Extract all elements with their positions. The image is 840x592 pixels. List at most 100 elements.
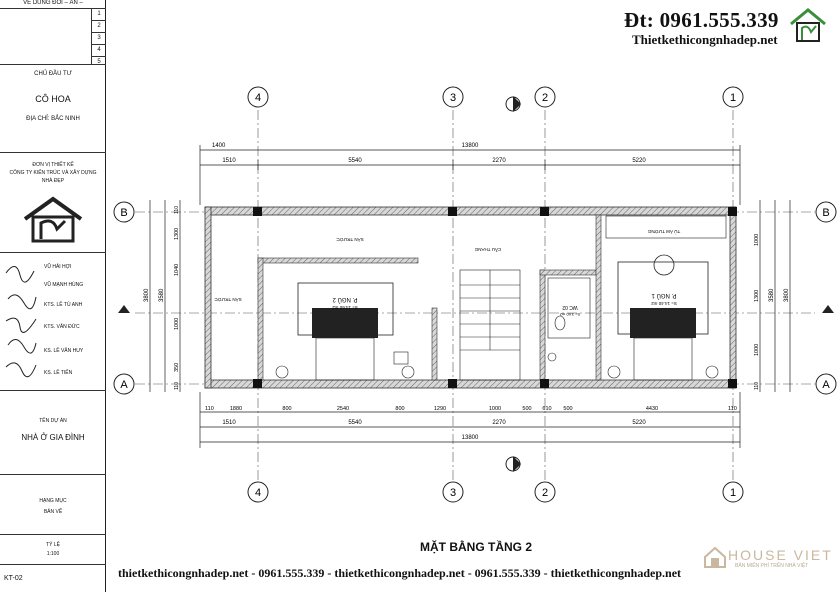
bot-dim-110a: 110 — [205, 406, 214, 412]
signatures-icon — [5, 266, 37, 378]
wc-fixtures — [547, 277, 591, 362]
staff-4: KTS. VĂN ĐỨC — [44, 324, 80, 330]
label-corridor: SÂN TRƯỚC — [336, 237, 364, 243]
owner-block: CHỦ ĐẦU TƯ CÔ HOA ĐỊA CHỈ: BẮC NINH — [0, 65, 106, 153]
room-name-bedroom-2: P. NGỦ 2 — [332, 296, 358, 303]
company-block: ĐƠN VỊ THIẾT KẾ CÔNG TY KIẾN TRÚC VÀ XÂY… — [0, 153, 106, 253]
top-dim-1400: 1400 — [212, 143, 226, 149]
house-viet-brand: HOUSE VIET — [728, 547, 833, 563]
axis-bottom-2: 2 — [542, 487, 548, 499]
bot-dim2-5540: 5540 — [348, 420, 362, 426]
staircase — [459, 269, 521, 381]
room-area-bedroom-1: S= 14.40 m2 — [651, 301, 677, 306]
columns — [253, 207, 737, 388]
owner-label: CHỦ ĐẦU TƯ — [34, 71, 72, 77]
bot-dim2-5220: 5220 — [632, 420, 646, 426]
right-dimensions — [759, 200, 791, 392]
section-markers — [118, 96, 834, 472]
left-mid-3580: 3580 — [159, 288, 165, 302]
right-dim-110: 110 — [754, 382, 760, 390]
right-dim-1300: 1300 — [754, 290, 760, 302]
bot-dim-800a: 800 — [282, 406, 291, 412]
bot-dim-1290: 1290 — [434, 406, 446, 412]
right-total-3800: 3800 — [784, 288, 790, 302]
bot-dim-2540: 2540 — [337, 406, 349, 412]
axis-top-1: 1 — [730, 92, 736, 104]
rev-4: 4 — [92, 45, 106, 57]
company-line-2: CÔNG TY KIẾN TRÚC VÀ XÂY DỰNG — [9, 170, 97, 176]
project-label: TÊN DỰ ÁN — [39, 418, 67, 424]
bot-dim2-2270: 2270 — [492, 420, 506, 426]
room-name-bedroom-1: P. NGỦ 1 — [651, 292, 677, 299]
bot-dim-610: 610 — [542, 406, 551, 412]
axis-bottom-3: 3 — [450, 487, 456, 499]
company-line-1: ĐƠN VỊ THIẾT KẾ — [32, 162, 74, 168]
axis-top-4: 4 — [255, 92, 261, 104]
bot-dim-500b: 500 — [563, 406, 572, 412]
bottom-dimensions — [199, 392, 741, 448]
left-dimensions — [149, 200, 181, 392]
scale-block: TỶ LỆ 1:100 — [0, 535, 106, 565]
top-dimensions — [199, 145, 741, 205]
revision-table: 1 2 3 4 5 — [0, 9, 106, 65]
bedroom-2-bed — [275, 282, 415, 381]
right-mid-3580: 3580 — [769, 288, 775, 302]
house-viet-subtitle: BẢN MIỄN PHÍ TRÊN NHÀ VIỆT — [735, 563, 809, 569]
brand-house-logo-icon — [790, 8, 826, 42]
header-phone: Đt: 0961.555.339 — [624, 8, 779, 32]
bot-dim-110b: 110 — [728, 406, 737, 412]
bedroom-1-bed — [605, 215, 727, 381]
axis-bubbles-top: 4 3 2 1 — [247, 86, 744, 108]
axis-right-b: B — [822, 207, 829, 219]
sheet-code-block: KT-02 — [0, 565, 106, 592]
left-dim-1000: 1000 — [174, 318, 180, 330]
owner-name: CÔ HOA — [35, 94, 71, 104]
label-wardrobe: TỦ ÂM TƯỜNG — [647, 229, 680, 235]
scale-label: TỶ LỆ — [46, 542, 60, 548]
top-dim-2270: 2270 — [492, 158, 506, 164]
house-viet-logo-icon — [704, 546, 726, 568]
left-dim-110b: 110 — [174, 382, 180, 390]
title-block: VẼ DUNG ĐỔI – ẢN – 1 2 3 4 5 CHỦ ĐẦU TƯ … — [0, 0, 106, 592]
axis-top-3: 3 — [450, 92, 456, 104]
room-name-wc: WC 02 — [562, 304, 578, 310]
drawing-label: HẠNG MỤC — [39, 498, 67, 504]
rev-3: 3 — [92, 33, 106, 45]
drawing-block: HẠNG MỤC BẢN VẼ — [0, 475, 106, 535]
company-line-3: NHÀ ĐẸP — [41, 178, 65, 184]
bot-dim2-1510: 1510 — [222, 420, 236, 426]
axis-left-b: B — [120, 207, 127, 219]
left-dim-110a: 110 — [174, 206, 180, 214]
left-total-3800: 3800 — [144, 288, 150, 302]
rev-1: 1 — [92, 9, 106, 21]
axis-right-a: A — [822, 379, 830, 391]
bot-dim-800b: 800 — [395, 406, 404, 412]
bot-dim-1000: 1000 — [489, 406, 501, 412]
right-dim-1000a: 1000 — [754, 234, 760, 246]
room-labels: P. NGỦ 2 S= 14.60 m2 P. NGỦ 1 S= 14.40 m… — [214, 229, 681, 317]
axis-top-2: 2 — [542, 92, 548, 104]
axis-lines — [135, 110, 815, 480]
bot-dim-4430: 4430 — [646, 406, 658, 412]
rev-2: 2 — [92, 21, 106, 33]
room-area-bedroom-2: S= 14.60 m2 — [332, 305, 358, 310]
left-dim-350: 350 — [174, 363, 180, 372]
rev-5: 5 — [97, 59, 101, 65]
bot-dim-500a: 500 — [522, 406, 531, 412]
label-balcony: SÂN TRƯỚC — [214, 297, 242, 303]
room-area-wc: S= 3.60 m2 — [559, 312, 580, 317]
project-block: TÊN DỰ ÁN NHÀ Ở GIA ĐÌNH — [0, 391, 106, 475]
top-dim-1510: 1510 — [222, 158, 236, 164]
axis-left-a: A — [120, 379, 128, 391]
axis-bubbles-bottom: 4 3 2 1 — [247, 481, 744, 503]
staff-2: VŨ MẠNH HÙNG — [44, 282, 84, 288]
bot-dim3-13800: 13800 — [462, 435, 479, 441]
plan-title: MẶT BẰNG TẦNG 2 — [420, 540, 532, 554]
axis-bottom-1: 1 — [730, 487, 736, 499]
top-note-text: VẼ DUNG ĐỔI – ẢN – — [23, 0, 83, 6]
axis-bottom-4: 4 — [255, 487, 261, 499]
sidebar-top-note: VẼ DUNG ĐỔI – ẢN – — [0, 0, 106, 9]
owner-address: ĐỊA CHỈ: BẮC NINH — [26, 116, 80, 122]
top-dim-5220: 5220 — [632, 158, 646, 164]
interior-walls — [257, 214, 602, 381]
